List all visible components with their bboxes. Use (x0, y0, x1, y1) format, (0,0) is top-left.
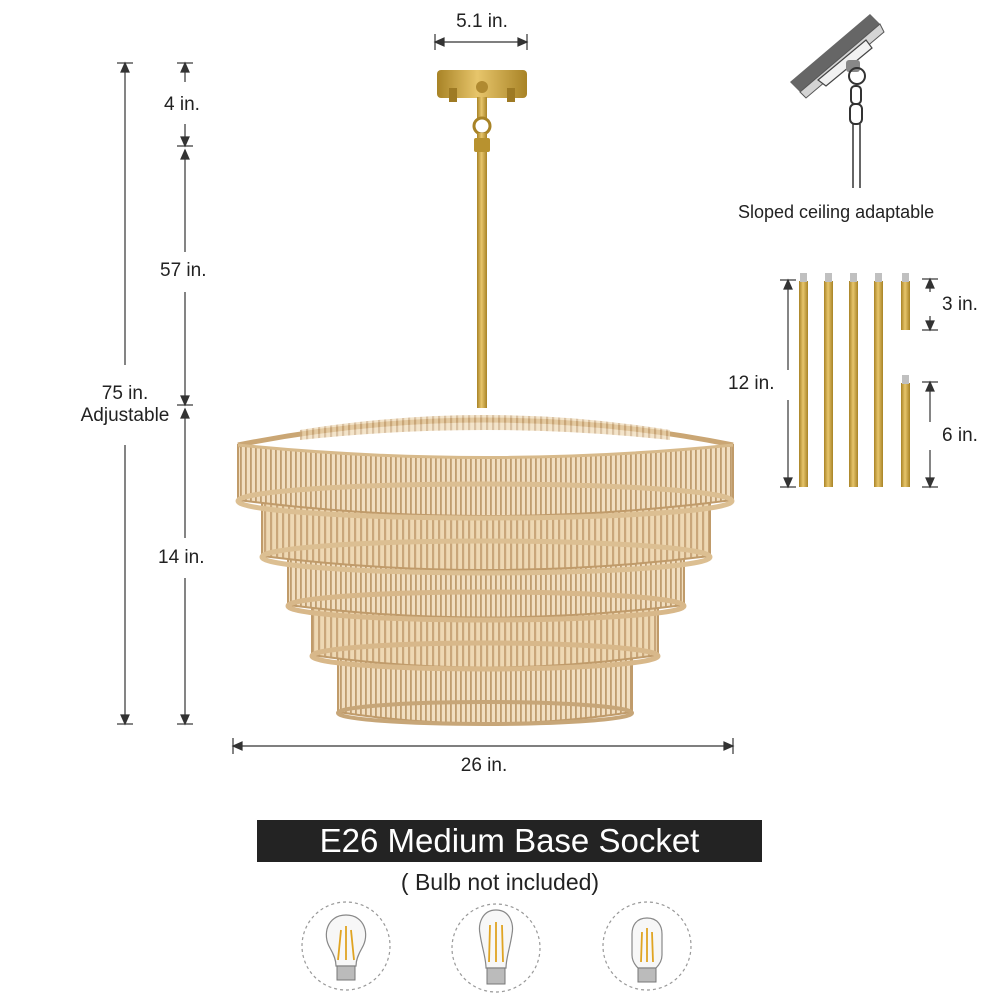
st64-bulb-icon (451, 903, 541, 993)
height-dimension-lines (117, 61, 193, 726)
shade-height-label: 14 in. (158, 547, 205, 568)
extension-rods (799, 273, 910, 487)
canopy-height-label: 4 in. (164, 94, 200, 115)
canopy-width-label: 5.1 in. (456, 11, 508, 32)
rod-12in-2 (824, 281, 833, 487)
canopy-width-line (433, 34, 529, 50)
rod-12in-3 (849, 281, 858, 487)
rod-6in (901, 383, 910, 487)
rod-long-label: 12 in. (728, 373, 775, 394)
downrod (477, 133, 487, 408)
rod-12in-4 (874, 281, 883, 487)
total-height-label: 75 in. (101, 383, 149, 404)
rod-short-label: 3 in. (942, 294, 978, 315)
shade-width-label: 26 in. (460, 755, 508, 776)
rod-dimension-lines (780, 277, 938, 489)
sloped-ceiling-label: Sloped ceiling adaptable (738, 202, 935, 222)
shade-width-line (231, 738, 735, 754)
canopy (437, 70, 527, 136)
socket-banner: E26 Medium Base Socket (257, 820, 762, 862)
t45-bulb-icon (602, 901, 692, 991)
rod-3in (901, 281, 910, 330)
total-height-note: Adjustable (80, 405, 170, 426)
rod-12in-1 (799, 281, 808, 487)
bulb-note: ( Bulb not included) (400, 869, 600, 895)
rattan-shade (235, 415, 735, 726)
bulb-icons (301, 901, 692, 993)
rod-mid-label: 6 in. (942, 425, 978, 446)
sloped-ceiling-icon (790, 14, 885, 188)
a19-bulb-icon (301, 901, 391, 991)
rod-length-label: 57 in. (160, 260, 207, 281)
